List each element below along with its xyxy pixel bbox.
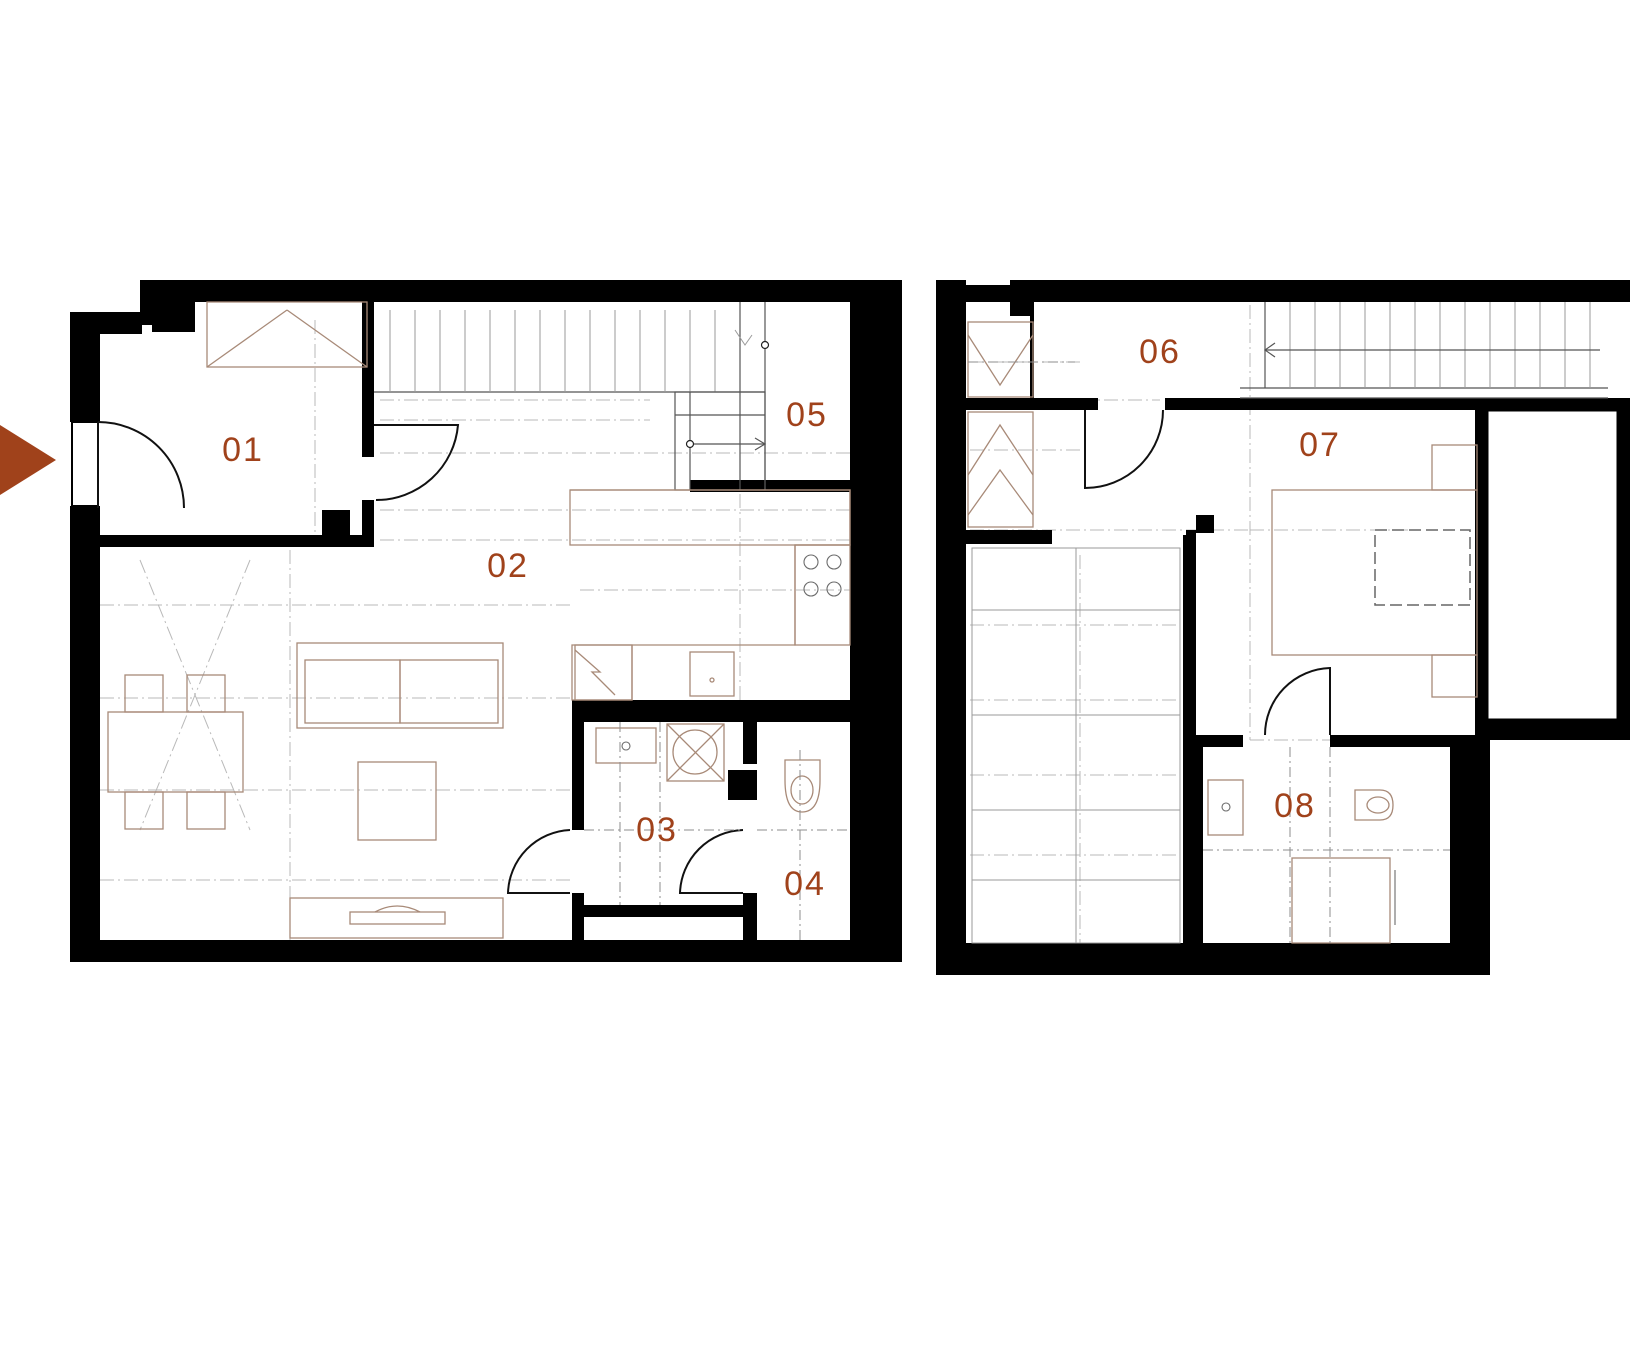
room-label-07: 07: [1299, 426, 1341, 464]
room-label-03: 03: [636, 811, 678, 849]
room-label-08: 08: [1274, 787, 1316, 825]
kitchen-counter: [569, 489, 851, 701]
stairs-05: [374, 302, 770, 491]
door-01-02: [374, 424, 460, 502]
bed: [1271, 444, 1478, 698]
room-label-05: 05: [786, 396, 828, 434]
upper-floor-plan: 06 07 08: [936, 280, 1630, 975]
bathroom-03-fixtures: [584, 722, 743, 905]
entrance-arrow-icon: [0, 425, 56, 495]
storage-shelving: [971, 547, 1181, 944]
upper-floor-grid: [970, 305, 1410, 950]
sofa: [296, 642, 504, 729]
door-04: [678, 829, 744, 894]
upper-floor-walls: [936, 280, 1630, 975]
door-08: [1264, 666, 1331, 736]
closet-side: [1485, 408, 1620, 722]
ground-floor-grid: [100, 320, 850, 940]
dining-table: [107, 674, 244, 830]
wardrobe-01: [206, 301, 368, 368]
entrance-door: [71, 421, 185, 509]
door-03: [506, 829, 571, 894]
wardrobe-06: [967, 321, 1075, 398]
room-label-01: 01: [222, 431, 264, 469]
room-label-02: 02: [487, 547, 529, 585]
room-label-06: 06: [1139, 333, 1181, 371]
ground-floor-walls: [70, 280, 902, 962]
tv-unit: [289, 897, 504, 939]
bathroom-08-fixtures: [1203, 747, 1450, 944]
ground-floor-plan: 01 02 03 04 05: [0, 280, 902, 962]
door-07: [1084, 409, 1164, 490]
stairs-upper: [1240, 302, 1608, 399]
room-label-04: 04: [784, 865, 826, 903]
coffee-table: [357, 761, 437, 841]
wc-04-fixtures: [757, 750, 850, 940]
wardrobe-07: [967, 411, 1034, 528]
